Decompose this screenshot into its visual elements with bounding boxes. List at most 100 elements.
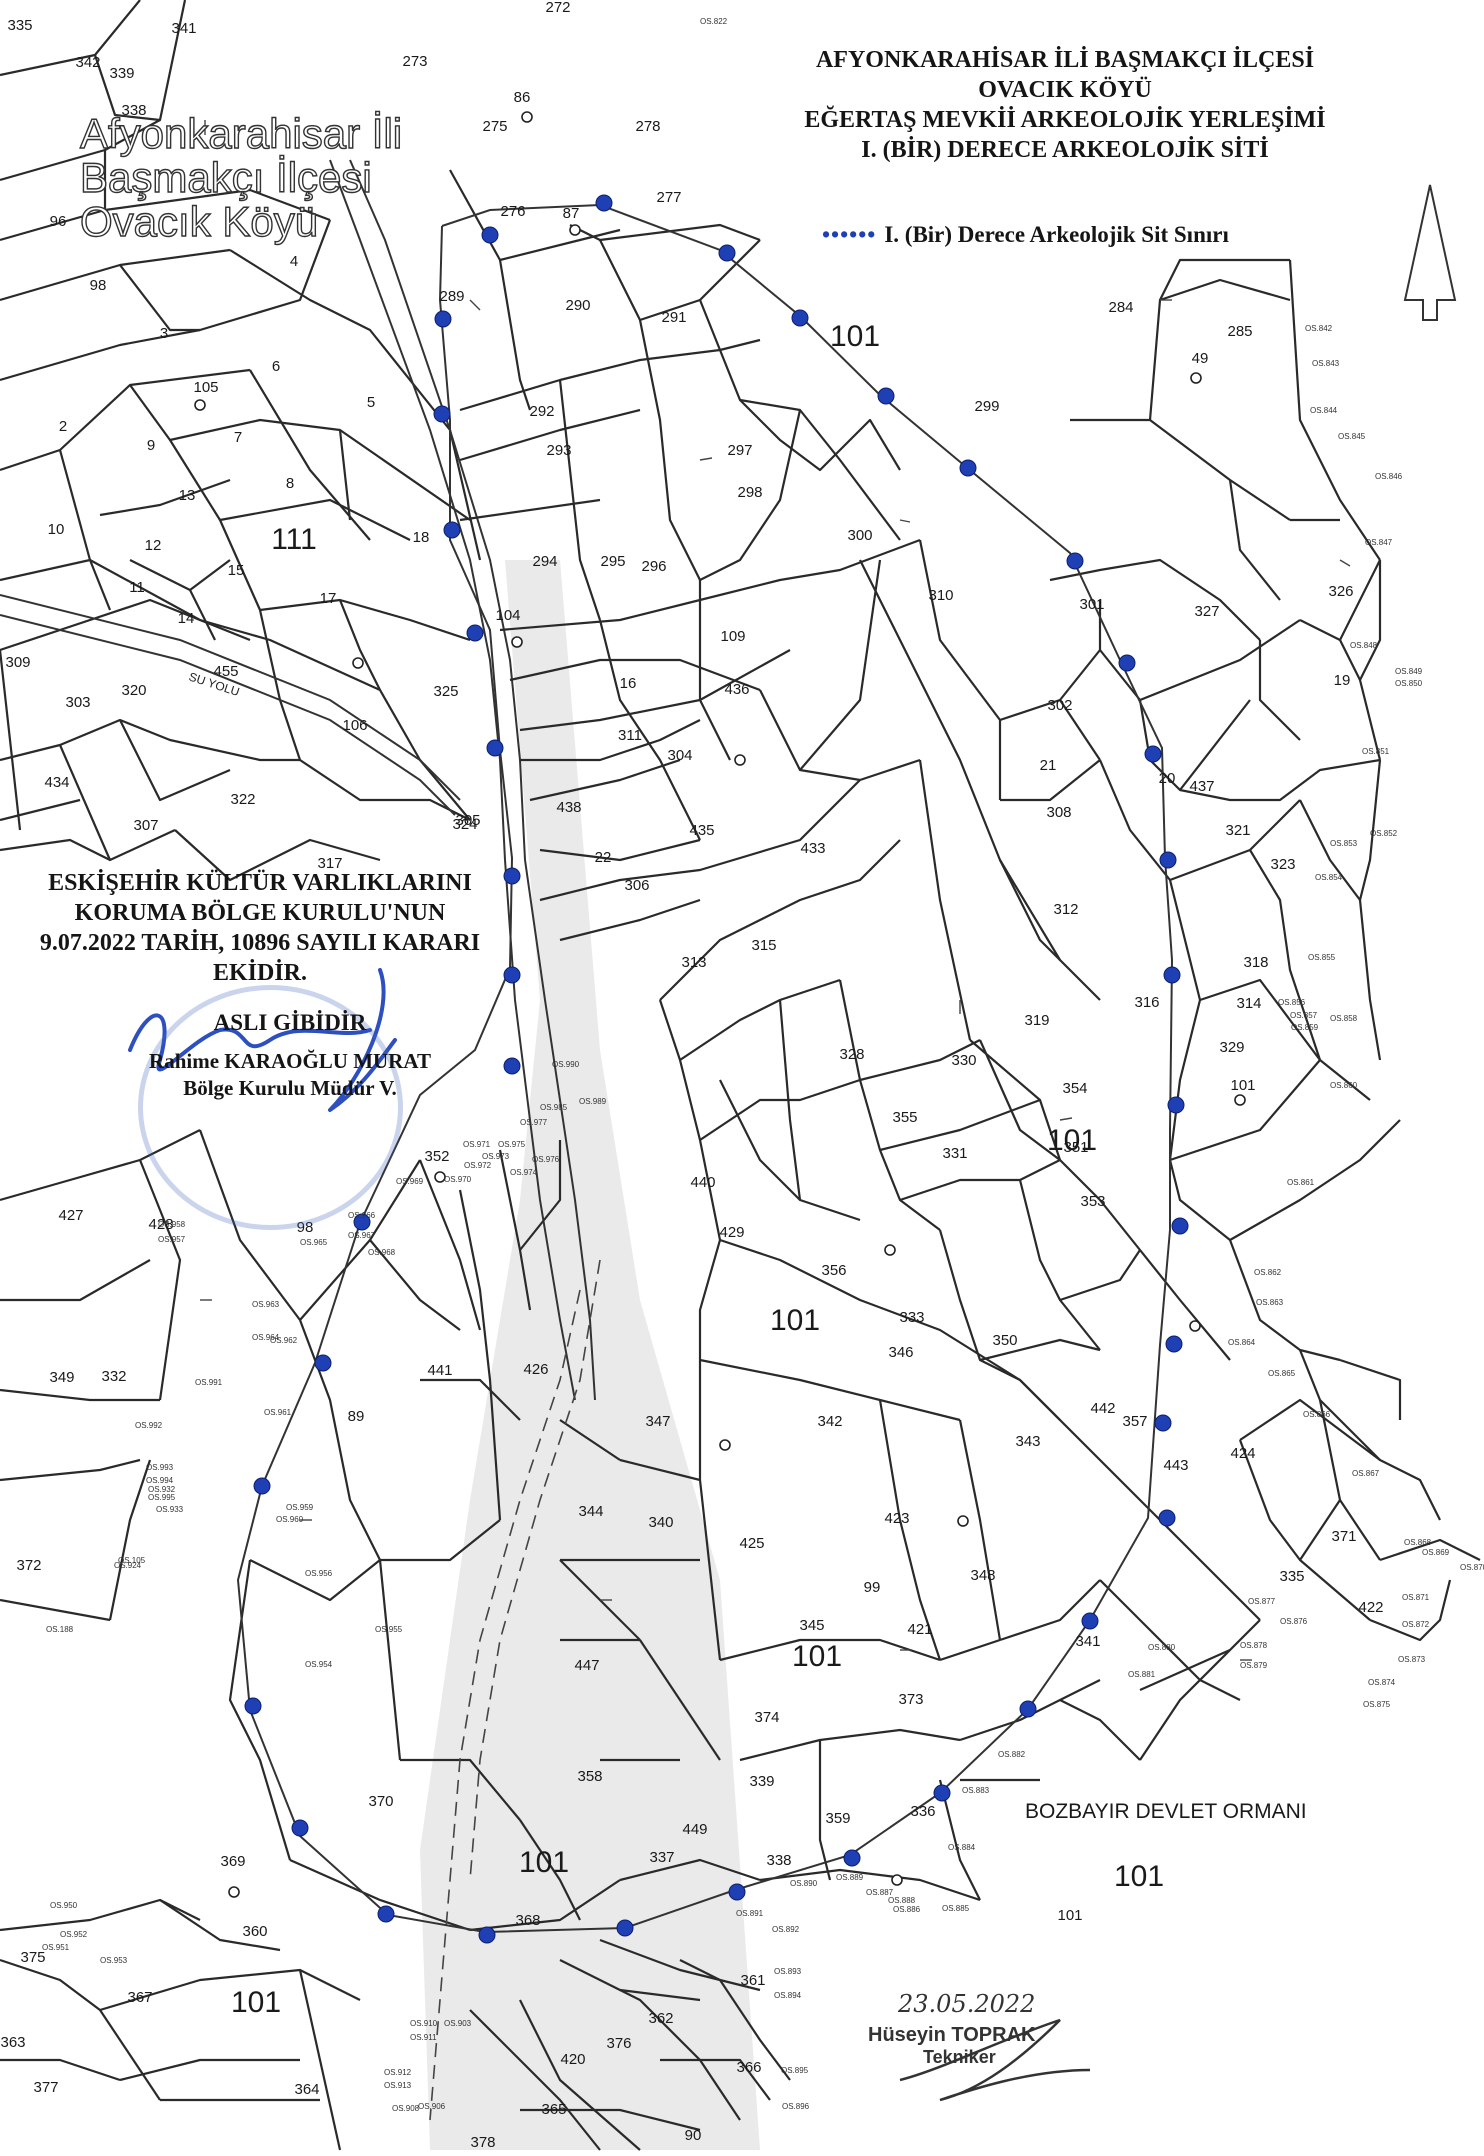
os-label: OS.961: [264, 1408, 292, 1417]
os-label: OS.960: [276, 1515, 304, 1524]
parcel-labels: 335 341 272 273 342 339 338 275 278 86 2…: [0, 0, 1383, 2151]
os-label: OS.967: [348, 1231, 376, 1240]
parcel-label: 424: [1230, 1445, 1255, 1462]
parcel-label: 322: [230, 791, 255, 808]
os-label: OS.861: [1287, 1178, 1315, 1187]
parcel-label: 442: [1090, 1400, 1115, 1417]
parcel-label: 111: [271, 523, 317, 556]
parcel-label: 355: [892, 1109, 917, 1126]
parcel-label: 354: [1062, 1080, 1087, 1097]
parcel-label: 361: [740, 1972, 765, 1989]
parcel-label: 324: [452, 816, 477, 833]
parcel-label: 277: [656, 189, 681, 206]
parcel-label: 304: [667, 747, 692, 764]
os-label: OS.971: [463, 1140, 491, 1149]
os-label: OS.845: [1338, 432, 1366, 441]
parcel-label: 6: [272, 358, 280, 375]
parcel-label: 449: [682, 1821, 707, 1838]
parcel-label-101: 101: [1114, 1860, 1164, 1893]
parcel-label-101: 101: [1057, 1907, 1082, 1924]
parcel-label: 336: [910, 1803, 935, 1820]
parcel-label: 4: [290, 253, 298, 270]
os-label: OS.977: [520, 1118, 548, 1127]
board-line-4: EKİDİR.: [212, 960, 308, 986]
parcel-label: 359: [825, 1810, 850, 1827]
os-label: OS.879: [1240, 1661, 1268, 1670]
parcel-label: 17: [320, 590, 337, 607]
parcel-label: 292: [529, 403, 554, 420]
parcel-label: 12: [145, 537, 162, 554]
os-label: OS.985: [540, 1103, 568, 1112]
os-label: OS.867: [1352, 1469, 1380, 1478]
os-label: OS.874: [1368, 1678, 1396, 1687]
board-line-2: KORUMA BÖLGE KURULU'NUN: [74, 900, 446, 926]
parcel-label: 308: [1046, 804, 1071, 821]
parcel-label: 3: [160, 325, 168, 342]
os-label: OS.990: [552, 1060, 580, 1069]
parcel-label: 366: [736, 2059, 761, 2076]
os-label: OS.856: [1278, 998, 1306, 1007]
parcel-label: 339: [109, 65, 134, 82]
parcel-label: 21: [1040, 757, 1057, 774]
parcel-label: 447: [574, 1657, 599, 1674]
os-label: OS.951: [42, 1943, 70, 1952]
parcel-label: 339: [749, 1773, 774, 1790]
parcel-label: 335: [1279, 1568, 1304, 1585]
os-label: OS.852: [1370, 829, 1398, 838]
parcel-label: 343: [1015, 1433, 1040, 1450]
parcel-label-101: 101: [519, 1846, 569, 1879]
parcel-label: 99: [864, 1579, 881, 1596]
os-label: OS.969: [396, 1177, 424, 1186]
parcel-label: 105: [193, 379, 218, 396]
os-label: OS.894: [774, 1991, 802, 2000]
os-label: OS.873: [1398, 1655, 1426, 1664]
parcel-label: 351: [1063, 1139, 1088, 1156]
parcel-label: 278: [635, 118, 660, 135]
parcel-label: 443: [1163, 1457, 1188, 1474]
parcel-label: 307: [133, 817, 158, 834]
os-label: OS.970: [444, 1175, 472, 1184]
parcel-label: 353: [1080, 1193, 1105, 1210]
parcel-label: 441: [427, 1362, 452, 1379]
parcel-label: 20: [1159, 770, 1176, 787]
os-label: OS.862: [1254, 1268, 1282, 1277]
os-label: OS.846: [1375, 472, 1403, 481]
parcel-label: 300: [847, 527, 872, 544]
parcel-label: 371: [1331, 1528, 1356, 1545]
os-label: OS.989: [579, 1097, 607, 1106]
os-label: OS.855: [1308, 953, 1336, 962]
parcel-label: 273: [402, 53, 427, 70]
os-label: OS.932: [148, 1485, 176, 1494]
parcel-label: 332: [101, 1368, 126, 1385]
parcel-label: 440: [690, 1174, 715, 1191]
title-line-4: I. (BİR) DERECE ARKEOLOJİK SİTİ: [861, 137, 1269, 163]
official-seal: [138, 985, 403, 1230]
os-label: OS.911: [410, 2033, 437, 2042]
parcel-label: 293: [546, 442, 571, 459]
parcel-label: 303: [65, 694, 90, 711]
parcel-label-101: 101: [792, 1640, 842, 1673]
forest-label: BOZBAYIR DEVLET ORMANI: [1025, 1800, 1307, 1823]
parcel-label-101: 101: [231, 1986, 281, 2019]
parcel-label: 9: [147, 437, 155, 454]
parcel-label: 15: [228, 562, 245, 579]
os-label: OS.903: [444, 2019, 472, 2028]
os-label: OS.955: [375, 1625, 403, 1634]
parcel-label: 337: [649, 1849, 674, 1866]
parcel-label: 375: [20, 1949, 45, 1966]
parcel-label: 11: [129, 579, 145, 596]
os-label: OS.956: [305, 1569, 333, 1578]
os-label: OS.893: [774, 1967, 802, 1976]
parcel-label: 347: [645, 1413, 670, 1430]
parcel-label: 325: [433, 683, 458, 700]
os-label: OS.886: [893, 1905, 921, 1914]
parcel-label: 284: [1108, 299, 1133, 316]
parcel-label: 426: [523, 1361, 548, 1378]
os-label: OS.959: [286, 1503, 314, 1512]
parcel-label: 276: [500, 203, 525, 220]
parcel-label: 297: [727, 442, 752, 459]
parcel-label: 341: [171, 20, 196, 37]
parcel-label: 87: [563, 205, 580, 222]
parcel-label: 302: [1047, 697, 1072, 714]
